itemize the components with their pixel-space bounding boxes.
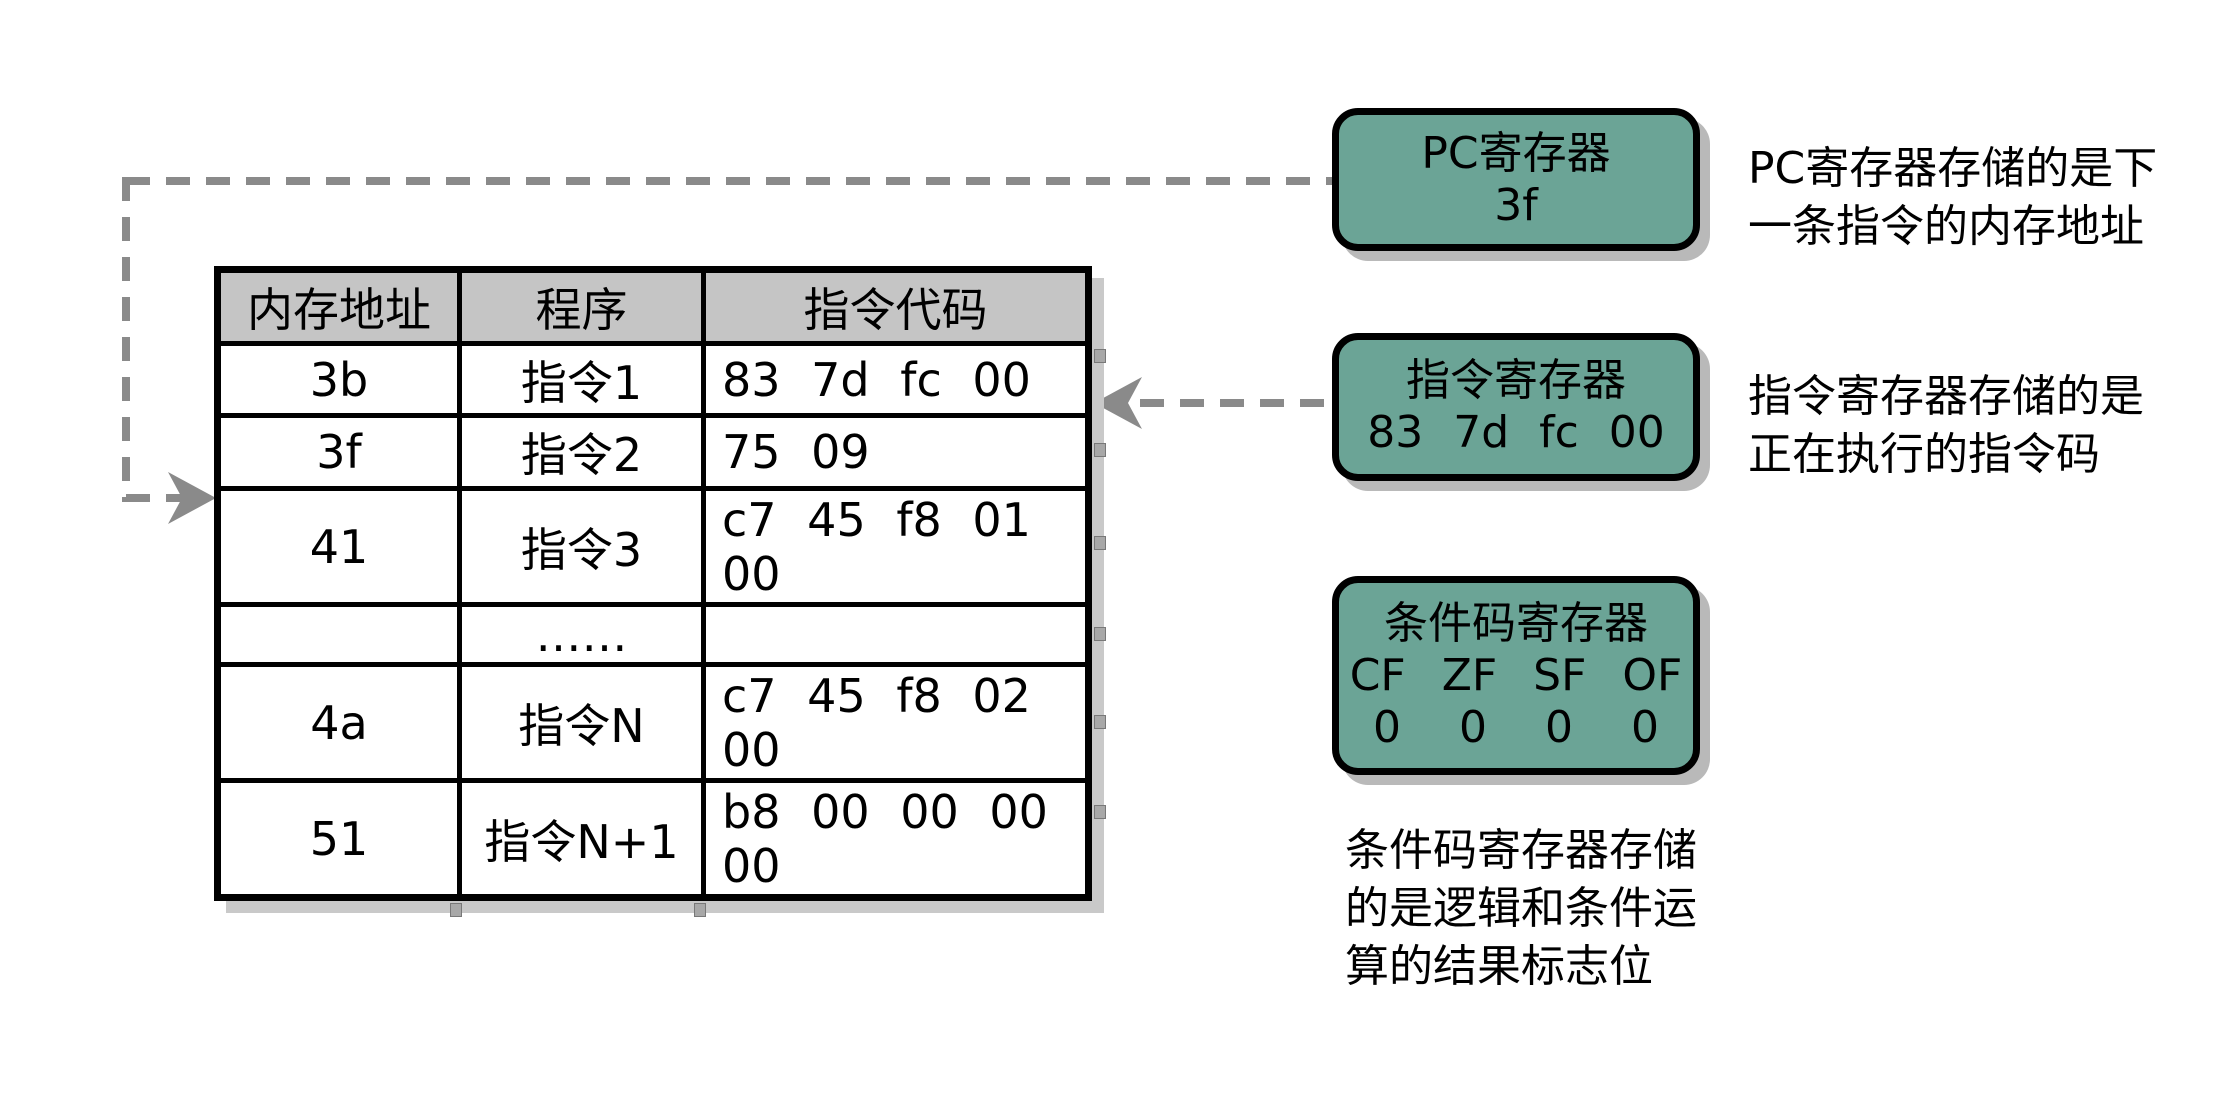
cell-program: 指令3 [457,486,706,607]
condition-note-line2: 的是逻辑和条件运 [1345,883,1697,934]
condition-register-note: 条件码寄存器存储 的是逻辑和条件运 算的结果标志位 [1345,822,1697,996]
cell-address: 51 [215,778,462,900]
condition-register-flag-values: 0 0 0 0 [1373,701,1659,753]
condition-note-line3: 算的结果标志位 [1345,941,1653,992]
condition-register-title: 条件码寄存器 [1384,597,1648,649]
instruction-register-value: 83 7d fc 00 [1367,407,1665,458]
table-row: 51 指令N+1 b8 00 00 00 00 [215,778,1091,900]
arrow-right-icon [168,472,216,524]
cell-address: 3f [215,413,462,492]
cell-code: c7 45 f8 01 00 [701,486,1091,607]
resize-handle [450,903,462,917]
cell-address: 4a [215,662,462,784]
resize-handle [1094,627,1106,641]
condition-register-flags: CF ZF SF OF [1349,649,1683,701]
resize-handle [1094,536,1106,550]
table-row: 3b 指令1 83 7d fc 00 [215,340,1091,419]
cell-code: c7 45 f8 02 00 [701,662,1091,784]
cell-address: 41 [215,486,462,607]
pc-note-line1: PC寄存器存储的是下 [1748,143,2158,194]
cell-code [701,601,1091,668]
cell-program: …… [457,601,706,668]
cell-address [215,601,462,668]
cell-address: 3b [215,340,462,419]
instruction-note-line1: 指令寄存器存储的是 [1748,371,2144,422]
memory-table-header-row: 内存地址 程序 指令代码 [215,267,1091,346]
table-row: …… [215,601,1091,668]
pc-register-title: PC寄存器 [1421,127,1611,179]
ir-connector-segment [1140,399,1332,407]
cell-code: b8 00 00 00 00 [701,778,1091,900]
resize-handle [694,903,706,917]
pc-note-line2: 一条指令的内存地址 [1748,201,2144,252]
arrow-left-icon [1094,377,1142,429]
header-memory-address: 内存地址 [215,267,462,346]
pc-register-note: PC寄存器存储的是下 一条指令的内存地址 [1748,140,2157,256]
cell-code: 75 09 [701,413,1091,492]
resize-handle [1094,349,1106,363]
cell-program: 指令2 [457,413,706,492]
cell-program: 指令N+1 [457,778,706,900]
pc-connector-bottom-segment [126,494,188,502]
pc-connector-top-segment [126,177,1332,185]
condition-register-box: 条件码寄存器 CF ZF SF OF 0 0 0 0 [1332,576,1700,775]
resize-handle [1094,805,1106,819]
condition-note-line1: 条件码寄存器存储 [1345,825,1697,876]
cell-code: 83 7d fc 00 [701,340,1091,419]
table-row: 3f 指令2 75 09 [215,413,1091,492]
memory-table: 内存地址 程序 指令代码 3b 指令1 83 7d fc 00 3f 指令2 7… [214,266,1092,901]
cell-program: 指令1 [457,340,706,419]
header-instruction-code: 指令代码 [701,267,1091,346]
pc-connector-vertical-segment [122,177,130,502]
instruction-register-title: 指令寄存器 [1406,355,1626,406]
cell-program: 指令N [457,662,706,784]
table-row: 4a 指令N c7 45 f8 02 00 [215,662,1091,784]
instruction-register-note: 指令寄存器存储的是 正在执行的指令码 [1748,368,2144,484]
instruction-note-line2: 正在执行的指令码 [1748,429,2100,480]
pc-register-box: PC寄存器 3f [1332,108,1700,251]
resize-handle [1094,443,1106,457]
resize-handle [1094,715,1106,729]
pc-register-value: 3f [1494,179,1538,231]
table-row: 41 指令3 c7 45 f8 01 00 [215,486,1091,607]
header-program: 程序 [457,267,706,346]
instruction-register-box: 指令寄存器 83 7d fc 00 [1332,333,1700,481]
